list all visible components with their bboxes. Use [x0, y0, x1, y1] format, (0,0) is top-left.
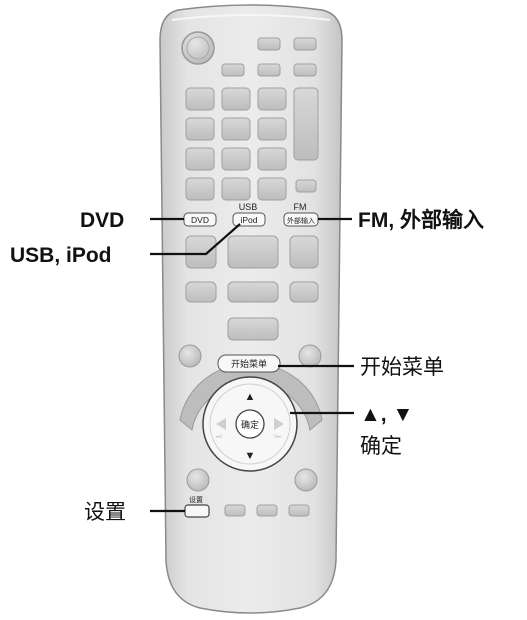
number-key[interactable]: [185, 177, 215, 201]
number-key[interactable]: [257, 147, 287, 171]
fm-button-caption: FM: [294, 202, 307, 212]
callout-fm-ext: FM, 外部输入: [358, 208, 484, 232]
round-side-button[interactable]: [294, 468, 318, 492]
bottom-key[interactable]: [224, 504, 246, 517]
number-key[interactable]: [257, 87, 287, 111]
callout-enter: 确定: [360, 435, 402, 458]
dpad-up-arrow[interactable]: ▲: [245, 391, 256, 403]
function-key[interactable]: [227, 317, 279, 341]
number-key[interactable]: [221, 117, 251, 141]
volume-key[interactable]: [185, 235, 217, 269]
skip-forward-icon: II▸▸: [274, 434, 282, 440]
function-key[interactable]: [289, 281, 319, 303]
top-small-button[interactable]: [257, 37, 281, 51]
usb-button-caption: USB: [239, 202, 258, 212]
top-small-button[interactable]: [293, 37, 317, 51]
tall-key[interactable]: [293, 87, 319, 161]
dpad-right-arrow[interactable]: [274, 418, 284, 430]
function-key[interactable]: [227, 281, 279, 303]
top-small-button[interactable]: [257, 63, 281, 77]
callout-arrows: ▲, ▼: [360, 403, 413, 426]
callout-start-menu: 开始菜单: [360, 356, 444, 379]
ipod-button[interactable]: [232, 212, 266, 227]
round-side-button[interactable]: [178, 344, 202, 368]
channel-key[interactable]: [289, 235, 319, 269]
bottom-key[interactable]: [256, 504, 278, 517]
enter-button-label: 确定: [241, 419, 259, 430]
setup-button-caption: 设置: [189, 495, 203, 504]
number-key[interactable]: [221, 177, 251, 201]
small-key[interactable]: [295, 179, 317, 193]
ext-input-button-label: 外部输入: [287, 216, 315, 225]
callout-lines: [150, 217, 354, 513]
ipod-button-label: iPod: [240, 215, 257, 225]
top-small-button[interactable]: [293, 63, 317, 77]
wide-key[interactable]: [227, 235, 279, 269]
number-key[interactable]: [257, 177, 287, 201]
top-small-button[interactable]: [221, 63, 245, 77]
skip-back-icon: ◂◂II: [215, 434, 223, 440]
leader-usb-ipod: [150, 223, 241, 256]
number-key[interactable]: [221, 147, 251, 171]
dpad-left-arrow[interactable]: [216, 418, 226, 430]
setup-button[interactable]: [184, 504, 210, 518]
dpad-down-arrow[interactable]: ▼: [245, 450, 256, 462]
round-side-button[interactable]: [186, 468, 210, 492]
start-menu-button-label: 开始菜单: [231, 358, 267, 369]
dvd-button-label: DVD: [191, 215, 209, 225]
callout-setup: 设置: [84, 501, 126, 524]
bottom-key[interactable]: [288, 504, 310, 517]
number-key[interactable]: [221, 87, 251, 111]
number-pad: [185, 87, 319, 201]
enter-button[interactable]: [235, 409, 265, 439]
number-key[interactable]: [185, 117, 215, 141]
start-menu-button[interactable]: [217, 354, 281, 373]
callout-dvd: DVD: [80, 209, 124, 232]
number-key[interactable]: [257, 117, 287, 141]
number-key[interactable]: [185, 147, 215, 171]
callout-usb-ipod: USB, iPod: [10, 244, 112, 267]
number-key[interactable]: [185, 87, 215, 111]
round-side-button[interactable]: [298, 344, 322, 368]
function-key[interactable]: [185, 281, 217, 303]
